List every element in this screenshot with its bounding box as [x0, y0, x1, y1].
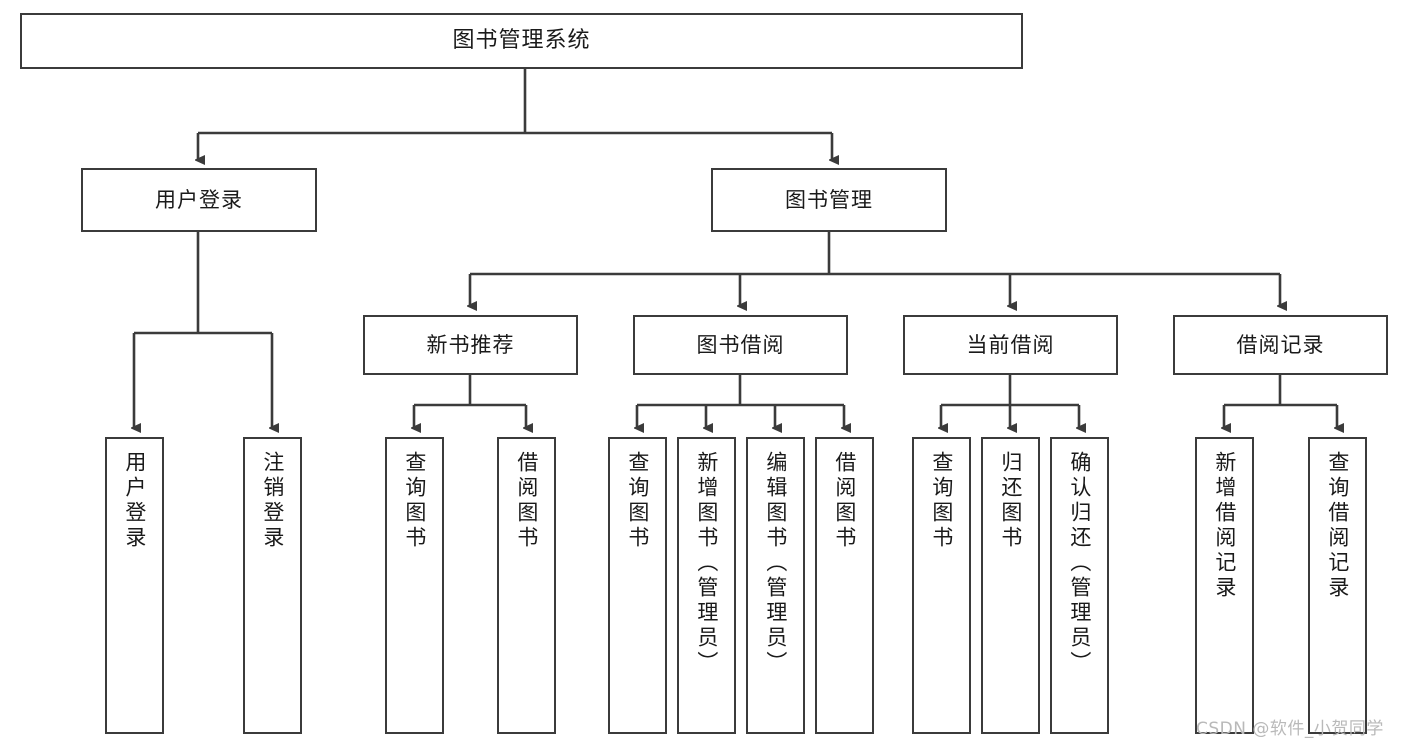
node-leaf-user-login[interactable]: 用户登录 — [105, 437, 164, 734]
node-label: 注销登录 — [260, 451, 285, 551]
node-label: 归还图书 — [998, 451, 1023, 551]
watermark-text: CSDN @软件_小贺同学 — [1196, 719, 1384, 739]
node-label: 查询图书 — [929, 451, 954, 551]
node-label: 确认归还（管理员） — [1067, 451, 1092, 676]
node-book-borrow[interactable]: 图书借阅 — [633, 315, 848, 375]
node-label: 查询借阅记录 — [1325, 451, 1350, 601]
node-label: 新增图书（管理员） — [694, 451, 719, 676]
node-leaf-query-book-current[interactable]: 查询图书 — [912, 437, 971, 734]
node-label: 借阅图书 — [832, 451, 857, 551]
node-leaf-query-borrow-record[interactable]: 查询借阅记录 — [1308, 437, 1367, 734]
node-label: 图书管理 — [785, 187, 873, 212]
node-label: 新书推荐 — [426, 332, 515, 357]
node-leaf-return-book[interactable]: 归还图书 — [981, 437, 1040, 734]
node-label: 新增借阅记录 — [1212, 451, 1237, 601]
node-label: 用户登录 — [155, 187, 243, 212]
node-label: 图书借阅 — [696, 332, 785, 357]
node-leaf-borrow-book[interactable]: 借阅图书 — [815, 437, 874, 734]
node-leaf-add-borrow-record[interactable]: 新增借阅记录 — [1195, 437, 1254, 734]
node-label: 编辑图书（管理员） — [763, 451, 788, 676]
node-borrow-record[interactable]: 借阅记录 — [1173, 315, 1388, 375]
node-leaf-confirm-return[interactable]: 确认归还（管理员） — [1050, 437, 1109, 734]
node-leaf-borrow-book-recommend[interactable]: 借阅图书 — [497, 437, 556, 734]
node-label: 借阅记录 — [1236, 332, 1325, 357]
node-new-book-recommend[interactable]: 新书推荐 — [363, 315, 578, 375]
node-leaf-logout-login[interactable]: 注销登录 — [243, 437, 302, 734]
node-root-book-management-system[interactable]: 图书管理系统 — [20, 13, 1023, 69]
node-leaf-query-book-borrow[interactable]: 查询图书 — [608, 437, 667, 734]
node-label: 查询图书 — [625, 451, 650, 551]
node-label: 用户登录 — [122, 451, 147, 551]
node-leaf-add-book[interactable]: 新增图书（管理员） — [677, 437, 736, 734]
node-leaf-edit-book[interactable]: 编辑图书（管理员） — [746, 437, 805, 734]
node-leaf-query-book-recommend[interactable]: 查询图书 — [385, 437, 444, 734]
node-user-login[interactable]: 用户登录 — [81, 168, 317, 232]
node-label: 图书管理系统 — [452, 28, 591, 54]
node-current-borrow[interactable]: 当前借阅 — [903, 315, 1118, 375]
node-label: 当前借阅 — [966, 332, 1055, 357]
node-label: 查询图书 — [402, 451, 427, 551]
node-label: 借阅图书 — [514, 451, 539, 551]
node-book-management[interactable]: 图书管理 — [711, 168, 947, 232]
